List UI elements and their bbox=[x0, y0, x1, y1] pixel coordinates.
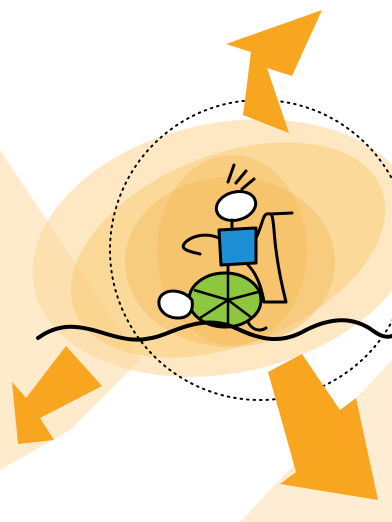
figure-body bbox=[219, 228, 256, 265]
turtle-head bbox=[159, 291, 193, 318]
